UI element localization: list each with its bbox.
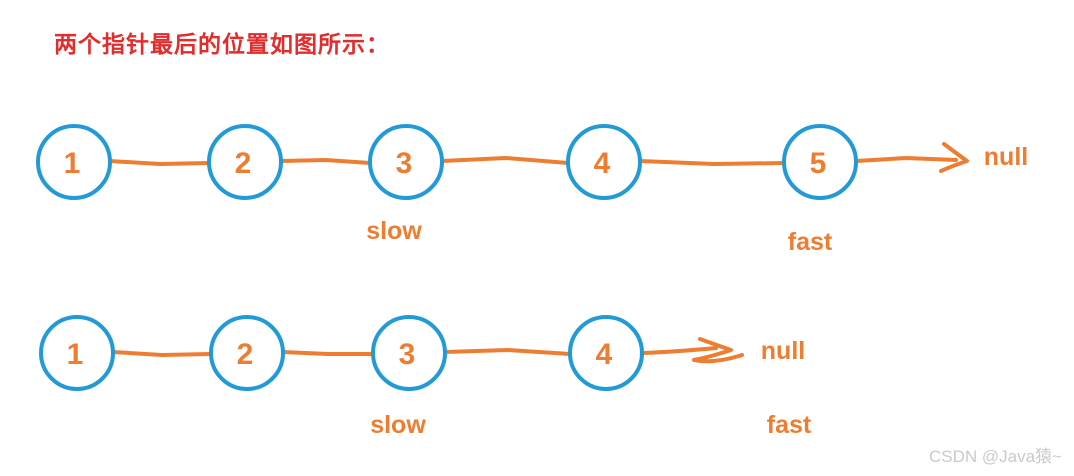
node-value: 4 (594, 147, 611, 180)
link-line (440, 156, 570, 165)
node-circle (368, 124, 444, 200)
arrowhead-icon (939, 142, 969, 173)
node-circle (566, 124, 642, 200)
null-label: null (761, 337, 805, 365)
node-value: 2 (235, 147, 252, 180)
node-value: 2 (237, 338, 254, 371)
null-label: null (984, 143, 1028, 171)
node-value: 1 (64, 147, 81, 180)
node-circle (207, 124, 283, 200)
node-circle (371, 315, 447, 391)
pointer-label-slow: slow (370, 411, 426, 439)
pointer-label-fast: fast (788, 228, 833, 256)
link-line (108, 159, 211, 166)
node-circle (209, 315, 285, 391)
tail-arrow-line (854, 156, 958, 163)
node-value: 4 (596, 338, 613, 371)
link-line (279, 158, 372, 165)
pointer-label-slow: slow (366, 217, 422, 245)
node-value: 3 (396, 147, 413, 180)
linked-list-1: 1 2 3 4 5 null slow fast (36, 124, 1028, 256)
watermark: CSDN @Java猿~ (929, 447, 1062, 466)
link-line (443, 348, 572, 356)
link-line (111, 350, 213, 357)
node-circle (782, 124, 858, 200)
tail-arrow-line (640, 346, 718, 355)
node-value: 1 (67, 338, 84, 371)
link-line (281, 350, 375, 356)
page-title: 两个指针最后的位置如图所示： (54, 31, 390, 57)
node-circle (39, 315, 115, 391)
node-circle (568, 315, 644, 391)
node-circle (36, 124, 112, 200)
node-value: 3 (399, 338, 416, 371)
node-value: 5 (810, 147, 827, 180)
pointer-label-fast: fast (767, 411, 812, 439)
link-line (638, 159, 786, 166)
arrowhead-icon (692, 337, 744, 364)
linked-list-2: 1 2 3 4 null slow fast (39, 315, 812, 439)
